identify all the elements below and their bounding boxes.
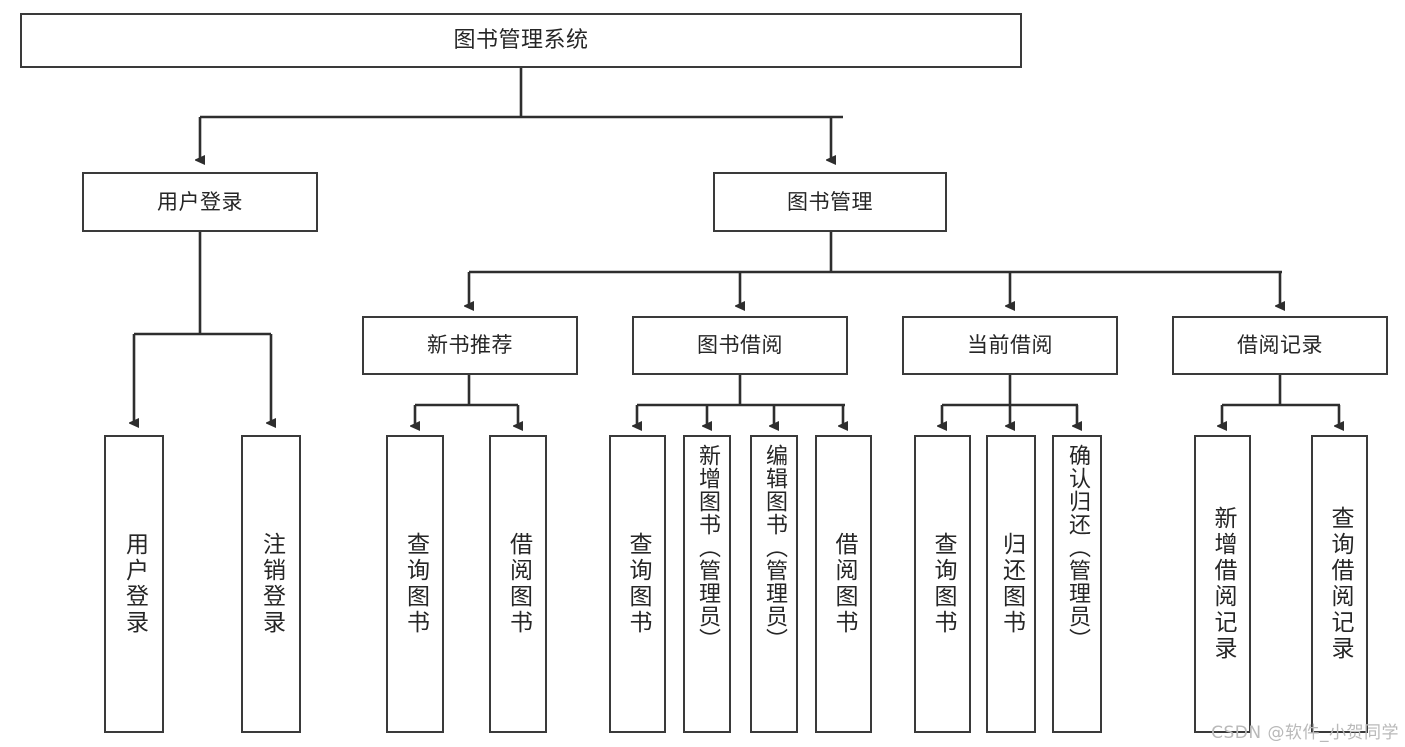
node-label: 借阅记录 (1237, 333, 1323, 358)
node-label: 当前借阅 (967, 333, 1053, 358)
leaf-user-login-login[interactable]: 用户登录 (104, 435, 164, 733)
node-current-borrow[interactable]: 当前借阅 (902, 316, 1118, 375)
node-new-book-recommend[interactable]: 新书推荐 (362, 316, 578, 375)
leaf-current-borrow-query[interactable]: 查询图书 (914, 435, 971, 733)
node-label: 图书借阅 (697, 333, 783, 358)
node-label: 借阅图书 (831, 532, 857, 636)
watermark: CSDN @软件_小贺同学 (1211, 723, 1399, 743)
node-label: 编辑图书（管理员） (762, 444, 787, 651)
leaf-book-borrow-borrow[interactable]: 借阅图书 (815, 435, 872, 733)
leaf-new-book-borrow[interactable]: 借阅图书 (489, 435, 547, 733)
node-user-login[interactable]: 用户登录 (82, 172, 318, 232)
leaf-user-login-logout[interactable]: 注销登录 (241, 435, 301, 733)
node-label: 新增借阅记录 (1210, 506, 1236, 662)
node-book-borrow[interactable]: 图书借阅 (632, 316, 848, 375)
node-label: 查询图书 (625, 532, 651, 636)
node-book-management[interactable]: 图书管理 (713, 172, 947, 232)
node-label: 查询借阅记录 (1327, 506, 1353, 662)
node-label: 用户登录 (121, 532, 148, 636)
node-label: 查询图书 (930, 532, 956, 636)
node-label: 查询图书 (402, 532, 429, 636)
node-label: 确认归还（管理员） (1065, 444, 1090, 651)
leaf-borrow-record-add[interactable]: 新增借阅记录 (1194, 435, 1251, 733)
node-borrow-record[interactable]: 借阅记录 (1172, 316, 1388, 375)
node-label: 新书推荐 (427, 333, 513, 358)
leaf-borrow-record-query[interactable]: 查询借阅记录 (1311, 435, 1368, 733)
node-root-system[interactable]: 图书管理系统 (20, 13, 1022, 68)
leaf-book-borrow-edit[interactable]: 编辑图书（管理员） (750, 435, 798, 733)
node-label: 借阅图书 (505, 532, 532, 636)
leaf-current-borrow-confirm-return[interactable]: 确认归还（管理员） (1052, 435, 1102, 733)
node-label: 图书管理 (787, 189, 873, 214)
node-label: 归还图书 (998, 532, 1025, 636)
leaf-book-borrow-add[interactable]: 新增图书（管理员） (683, 435, 731, 733)
node-label: 新增图书（管理员） (695, 444, 720, 651)
leaf-new-book-query[interactable]: 查询图书 (386, 435, 444, 733)
node-label: 用户登录 (157, 189, 243, 214)
node-label: 图书管理系统 (453, 27, 589, 53)
leaf-current-borrow-return[interactable]: 归还图书 (986, 435, 1036, 733)
node-label: 注销登录 (258, 532, 285, 636)
leaf-book-borrow-query[interactable]: 查询图书 (609, 435, 666, 733)
